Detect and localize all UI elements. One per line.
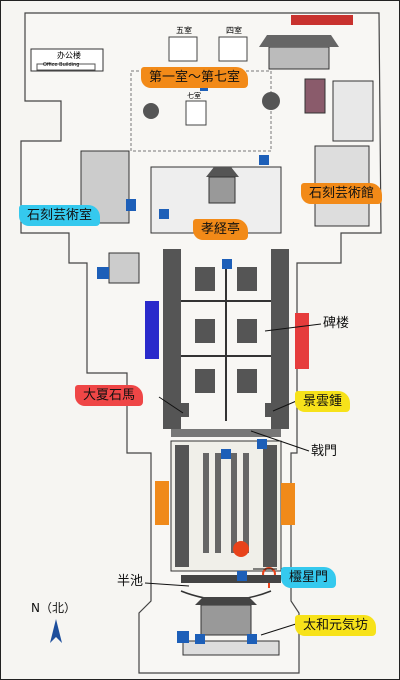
compass-arrow-icon [50,619,62,643]
east-corridor [271,249,289,429]
label-stone-art-room: 石刻芸術室 [19,205,101,226]
room-seven [185,100,207,126]
east-building [332,80,374,142]
office-label-en: Office Building [43,62,80,68]
info-icon [126,83,269,644]
west-corridor [163,249,181,429]
label-stele-pavilions: 碑楼 [323,316,350,331]
highlight-dot [233,541,249,557]
label-rooms-1-7: 第一室〜第七室 [141,67,249,88]
blue-panel [145,301,159,359]
room-five [168,36,198,62]
label-daxia-stone-horse: 大夏石馬 [75,385,144,406]
orange-panel-left [155,481,169,525]
toilet-icon [97,267,109,279]
label-stone-art-museum: 石刻芸術館 [301,183,383,204]
purple-panel [304,78,326,114]
label-lingxing-gate: 欞星門 [281,567,337,588]
room4-label: 四室 [226,26,242,35]
xiaojing-pavilion [208,176,236,204]
room7-label: 七室 [187,92,201,100]
office-label: 办公楼 [57,51,81,60]
label-taihe-yuanqi-arch: 太和元気坊 [295,615,377,636]
red-panel [295,313,309,369]
room-four [218,36,248,62]
stele-pavilion-grid [181,261,271,421]
label-xiaojing-pavilion: 孝経亭 [193,219,249,240]
compass-label: N（北） [31,601,76,615]
ji-gate-band [171,429,281,437]
label-jingyun-bell: 景雲鍾 [295,391,351,412]
label-ji-gate: 戟門 [311,444,338,459]
label-half-pond: 半池 [117,574,144,589]
room5-label: 五室 [176,26,192,35]
lower-courtyard [170,440,282,572]
north-hall [268,46,330,70]
orange-panel-right [281,483,295,525]
stamp [291,15,353,25]
taihe-arch [200,604,252,636]
lingxing-gate [181,575,281,583]
toilet-icon [177,631,189,643]
